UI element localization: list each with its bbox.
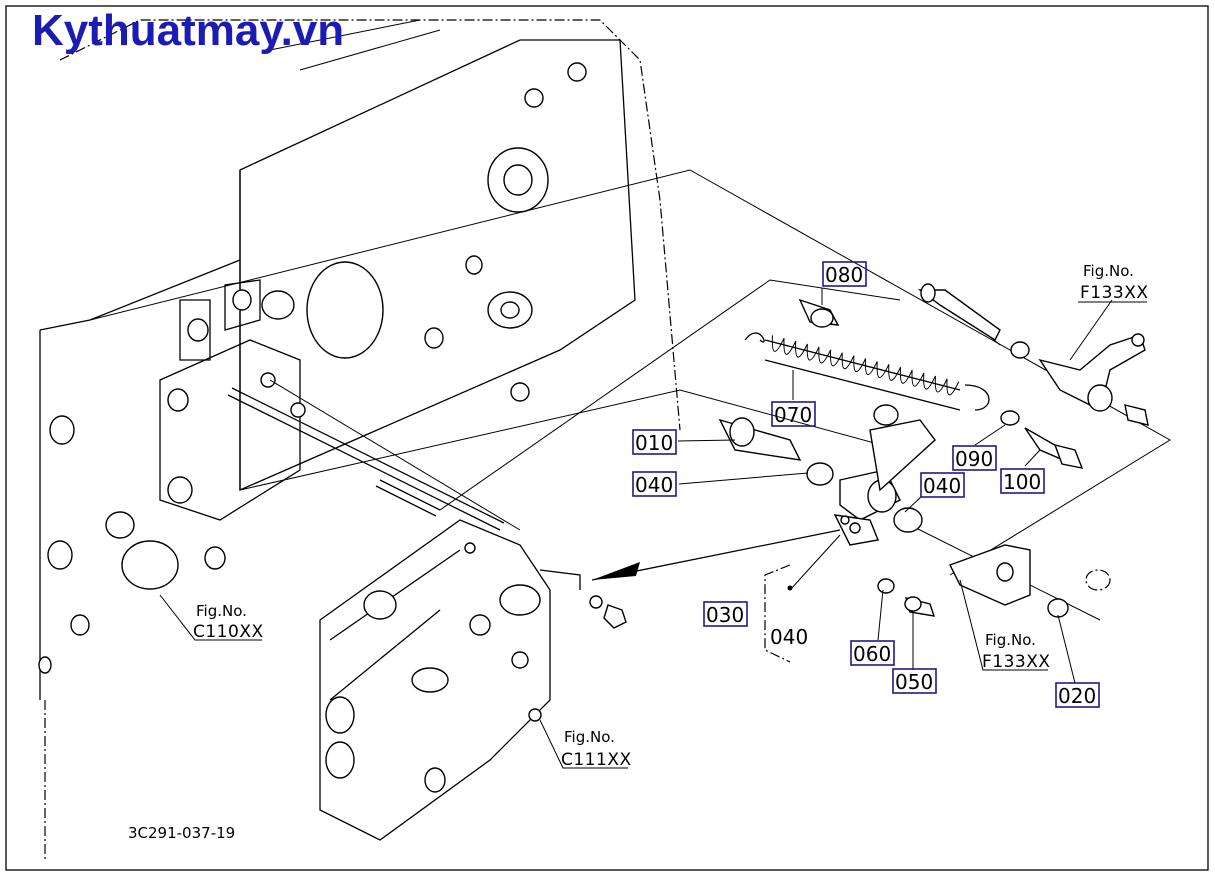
callout-020: 020 (1058, 684, 1096, 708)
spring-assembly (744, 298, 990, 411)
fig-ref-label: Fig.No. (564, 728, 615, 746)
site-watermark: Kythuatmay.vn (32, 6, 345, 55)
callout-010: 010 (635, 431, 673, 455)
fig-ref-label: Fig.No. (1083, 262, 1134, 280)
callout-040-right: 040 (923, 474, 961, 498)
transmission-housing (38, 19, 681, 860)
callout-box-050 (892, 668, 937, 694)
leader-lines (159, 288, 1113, 769)
callout-box-080 (822, 261, 867, 287)
diagram-ref-code: 3C291-037-19 (128, 824, 235, 842)
link-rod (227, 387, 627, 629)
control-valve-assembly (319, 519, 581, 841)
callout-100: 100 (1003, 470, 1041, 494)
callout-box-060 (850, 640, 895, 666)
fig-ref-code: C110XX (193, 622, 264, 642)
lever-assembly (718, 404, 936, 546)
callout-030: 030 (706, 603, 744, 627)
lower-bracket (949, 544, 1111, 618)
callout-090: 090 (955, 447, 993, 471)
spring-070 (764, 335, 990, 411)
callout-box-070 (771, 401, 816, 427)
fig-ref-label: Fig.No. (985, 631, 1036, 649)
callout-box-100 (1000, 468, 1045, 494)
callout-040-plain: 040 (770, 625, 808, 649)
callout-box-090 (952, 445, 997, 471)
part-callouts: 080 070 010 040 040 090 100 030 040 060 … (632, 261, 1100, 708)
callout-box-040b (920, 472, 965, 498)
callout-040-left: 040 (635, 473, 673, 497)
upper-linkage (917, 283, 1149, 426)
callout-box-030 (703, 601, 748, 627)
callout-080: 080 (825, 263, 863, 287)
figure-references: Fig.No. F133XX Fig.No. C110XX Fig.No. C1… (193, 262, 1149, 770)
callout-box-020 (1055, 682, 1100, 708)
fig-ref-code: F133XX (982, 652, 1051, 672)
pointer-arrow (591, 529, 841, 581)
fig-ref-code: F133XX (1080, 283, 1149, 303)
callout-070: 070 (774, 403, 812, 427)
fasteners (877, 410, 1084, 617)
fig-ref-label: Fig.No. (196, 602, 247, 620)
callout-060: 060 (853, 642, 891, 666)
callout-box-010 (632, 429, 677, 455)
callout-050: 050 (895, 670, 933, 694)
callout-box-040a (632, 471, 677, 497)
diagram-border (5, 5, 1209, 871)
fig-ref-code: C111XX (561, 750, 632, 770)
